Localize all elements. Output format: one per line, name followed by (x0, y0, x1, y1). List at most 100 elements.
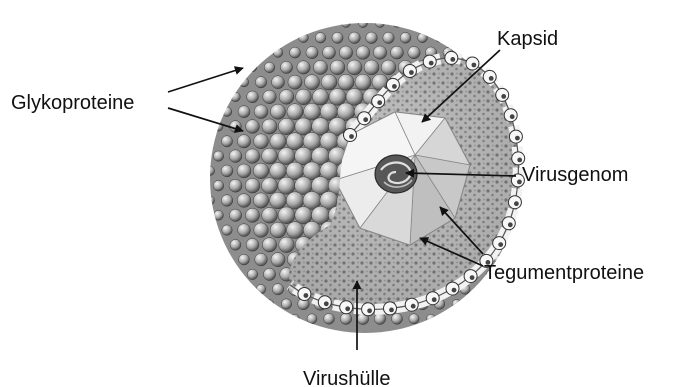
envelope-rim-protein-core (450, 57, 455, 62)
glycoprotein-sphere (278, 177, 295, 194)
glycoprotein-sphere (247, 91, 259, 103)
glycoprotein-sphere (296, 89, 312, 105)
glycoprotein-sphere (245, 149, 260, 164)
glycoprotein-sphere (342, 19, 351, 28)
glycoprotein-sphere (358, 18, 367, 27)
glycoprotein-sphere (324, 313, 335, 324)
glycoprotein-sphere (418, 33, 428, 43)
glycoprotein-sphere (295, 207, 312, 224)
envelope-rim-protein-core (429, 61, 434, 66)
glycoprotein-sphere (229, 150, 242, 163)
glycoprotein-sphere (323, 46, 336, 59)
envelope-rim-protein-core (517, 158, 522, 163)
envelope-rim-protein-core (392, 84, 397, 89)
envelope-rim-protein-core (470, 275, 475, 280)
glycoprotein-sphere (304, 75, 319, 90)
glycoprotein-sphere (262, 238, 276, 252)
glycoprotein-sphere (254, 134, 269, 149)
glycoprotein-sphere (373, 46, 386, 59)
glycoprotein-sphere (312, 89, 328, 105)
glycoprotein-sphere (393, 19, 402, 28)
glycoprotein-sphere (262, 207, 278, 223)
glycoprotein-sphere (221, 136, 232, 147)
glycoprotein-sphere (248, 63, 257, 72)
glycoprotein-sphere (281, 299, 291, 309)
glycoprotein-sphere (272, 76, 285, 89)
glycoprotein-sphere (426, 314, 435, 323)
envelope-rim-protein-core (472, 63, 477, 68)
glycoprotein-sphere (255, 77, 266, 88)
glycoprotein-sphere (391, 46, 404, 59)
glycoprotein-sphere (330, 60, 345, 75)
glycoprotein-sphere (346, 88, 363, 105)
envelope-rim-protein-core (508, 222, 513, 227)
glycoprotein-sphere (364, 60, 379, 75)
glycoprotein-sphere (246, 120, 260, 134)
glycoprotein-sphere (229, 209, 241, 221)
envelope-rim-protein-core (411, 304, 416, 309)
glycoprotein-sphere (291, 314, 300, 323)
label-envelope: Virushülle (303, 368, 390, 387)
envelope-rim-protein-core (409, 70, 414, 75)
glycoprotein-sphere (366, 32, 378, 44)
glycoprotein-sphere (205, 166, 214, 175)
glycoprotein-sphere (206, 196, 215, 205)
glycoprotein-sphere (347, 60, 362, 75)
glycoprotein-sphere (245, 178, 260, 193)
glycoprotein-sphere (409, 314, 419, 324)
glycoprotein-sphere (213, 151, 223, 161)
glycoprotein-sphere (340, 313, 351, 324)
glycoprotein-sphere (452, 300, 461, 309)
glycoprotein-sphere (332, 32, 343, 43)
envelope-rim-protein-core (304, 293, 309, 298)
glycoprotein-sphere (279, 90, 294, 105)
envelope-rim-protein-core (324, 301, 329, 306)
glycoprotein-sphere (270, 104, 285, 119)
glycoprotein-sphere (272, 284, 283, 295)
glycoprotein-sphere (256, 284, 266, 294)
glycoprotein-sphere (278, 148, 295, 165)
glycoprotein-sphere (313, 60, 327, 74)
envelope-rim-protein-core (389, 308, 394, 313)
glycoprotein-sphere (255, 253, 268, 266)
glycoprotein-sphere (270, 163, 287, 180)
glycoprotein-sphere (246, 238, 259, 251)
glycoprotein-sphere (338, 74, 354, 90)
glycoprotein-sphere (262, 148, 278, 164)
glycoprotein-sphere (229, 179, 242, 192)
label-glycoproteins: Glykoproteine (11, 92, 134, 114)
glycoprotein-sphere (400, 32, 411, 43)
envelope-rim-protein-core (510, 114, 515, 119)
glycoprotein-sphere (315, 33, 326, 44)
glycoprotein-sphere (349, 32, 361, 44)
glycoprotein-sphere (231, 92, 241, 102)
envelope-rim-protein-core (377, 100, 382, 105)
glycoprotein-sphere (237, 194, 251, 208)
glycoprotein-sphere (321, 74, 337, 90)
glycoprotein-sphere (288, 75, 302, 89)
glycoprotein-sphere (238, 224, 251, 237)
glycoprotein-sphere (270, 222, 286, 238)
glycoprotein-sphere (254, 105, 268, 119)
glycoprotein-sphere (221, 195, 233, 207)
glycoprotein-sphere (306, 47, 318, 59)
glycoprotein-sphere (263, 268, 275, 280)
glycoprotein-sphere (254, 223, 269, 238)
glycoprotein-sphere (381, 60, 396, 75)
glycoprotein-sphere (239, 254, 250, 265)
label-genome: Virusgenom (522, 164, 628, 186)
glycoprotein-sphere (222, 107, 232, 117)
glycoprotein-sphere (278, 118, 294, 134)
envelope-rim-protein-core (501, 94, 506, 99)
glycoprotein-sphere (270, 133, 286, 149)
glycoprotein-sphere (287, 104, 303, 120)
glycoprotein-sphere (339, 46, 352, 59)
glycoprotein-sphere (435, 34, 444, 43)
glycoprotein-sphere (239, 78, 248, 87)
arrow-glycoproteins-top (168, 68, 243, 92)
glycoprotein-sphere (261, 178, 277, 194)
glycoprotein-sphere (263, 90, 277, 104)
glycoprotein-sphere (238, 106, 250, 118)
envelope-rim-protein-core (367, 308, 372, 313)
